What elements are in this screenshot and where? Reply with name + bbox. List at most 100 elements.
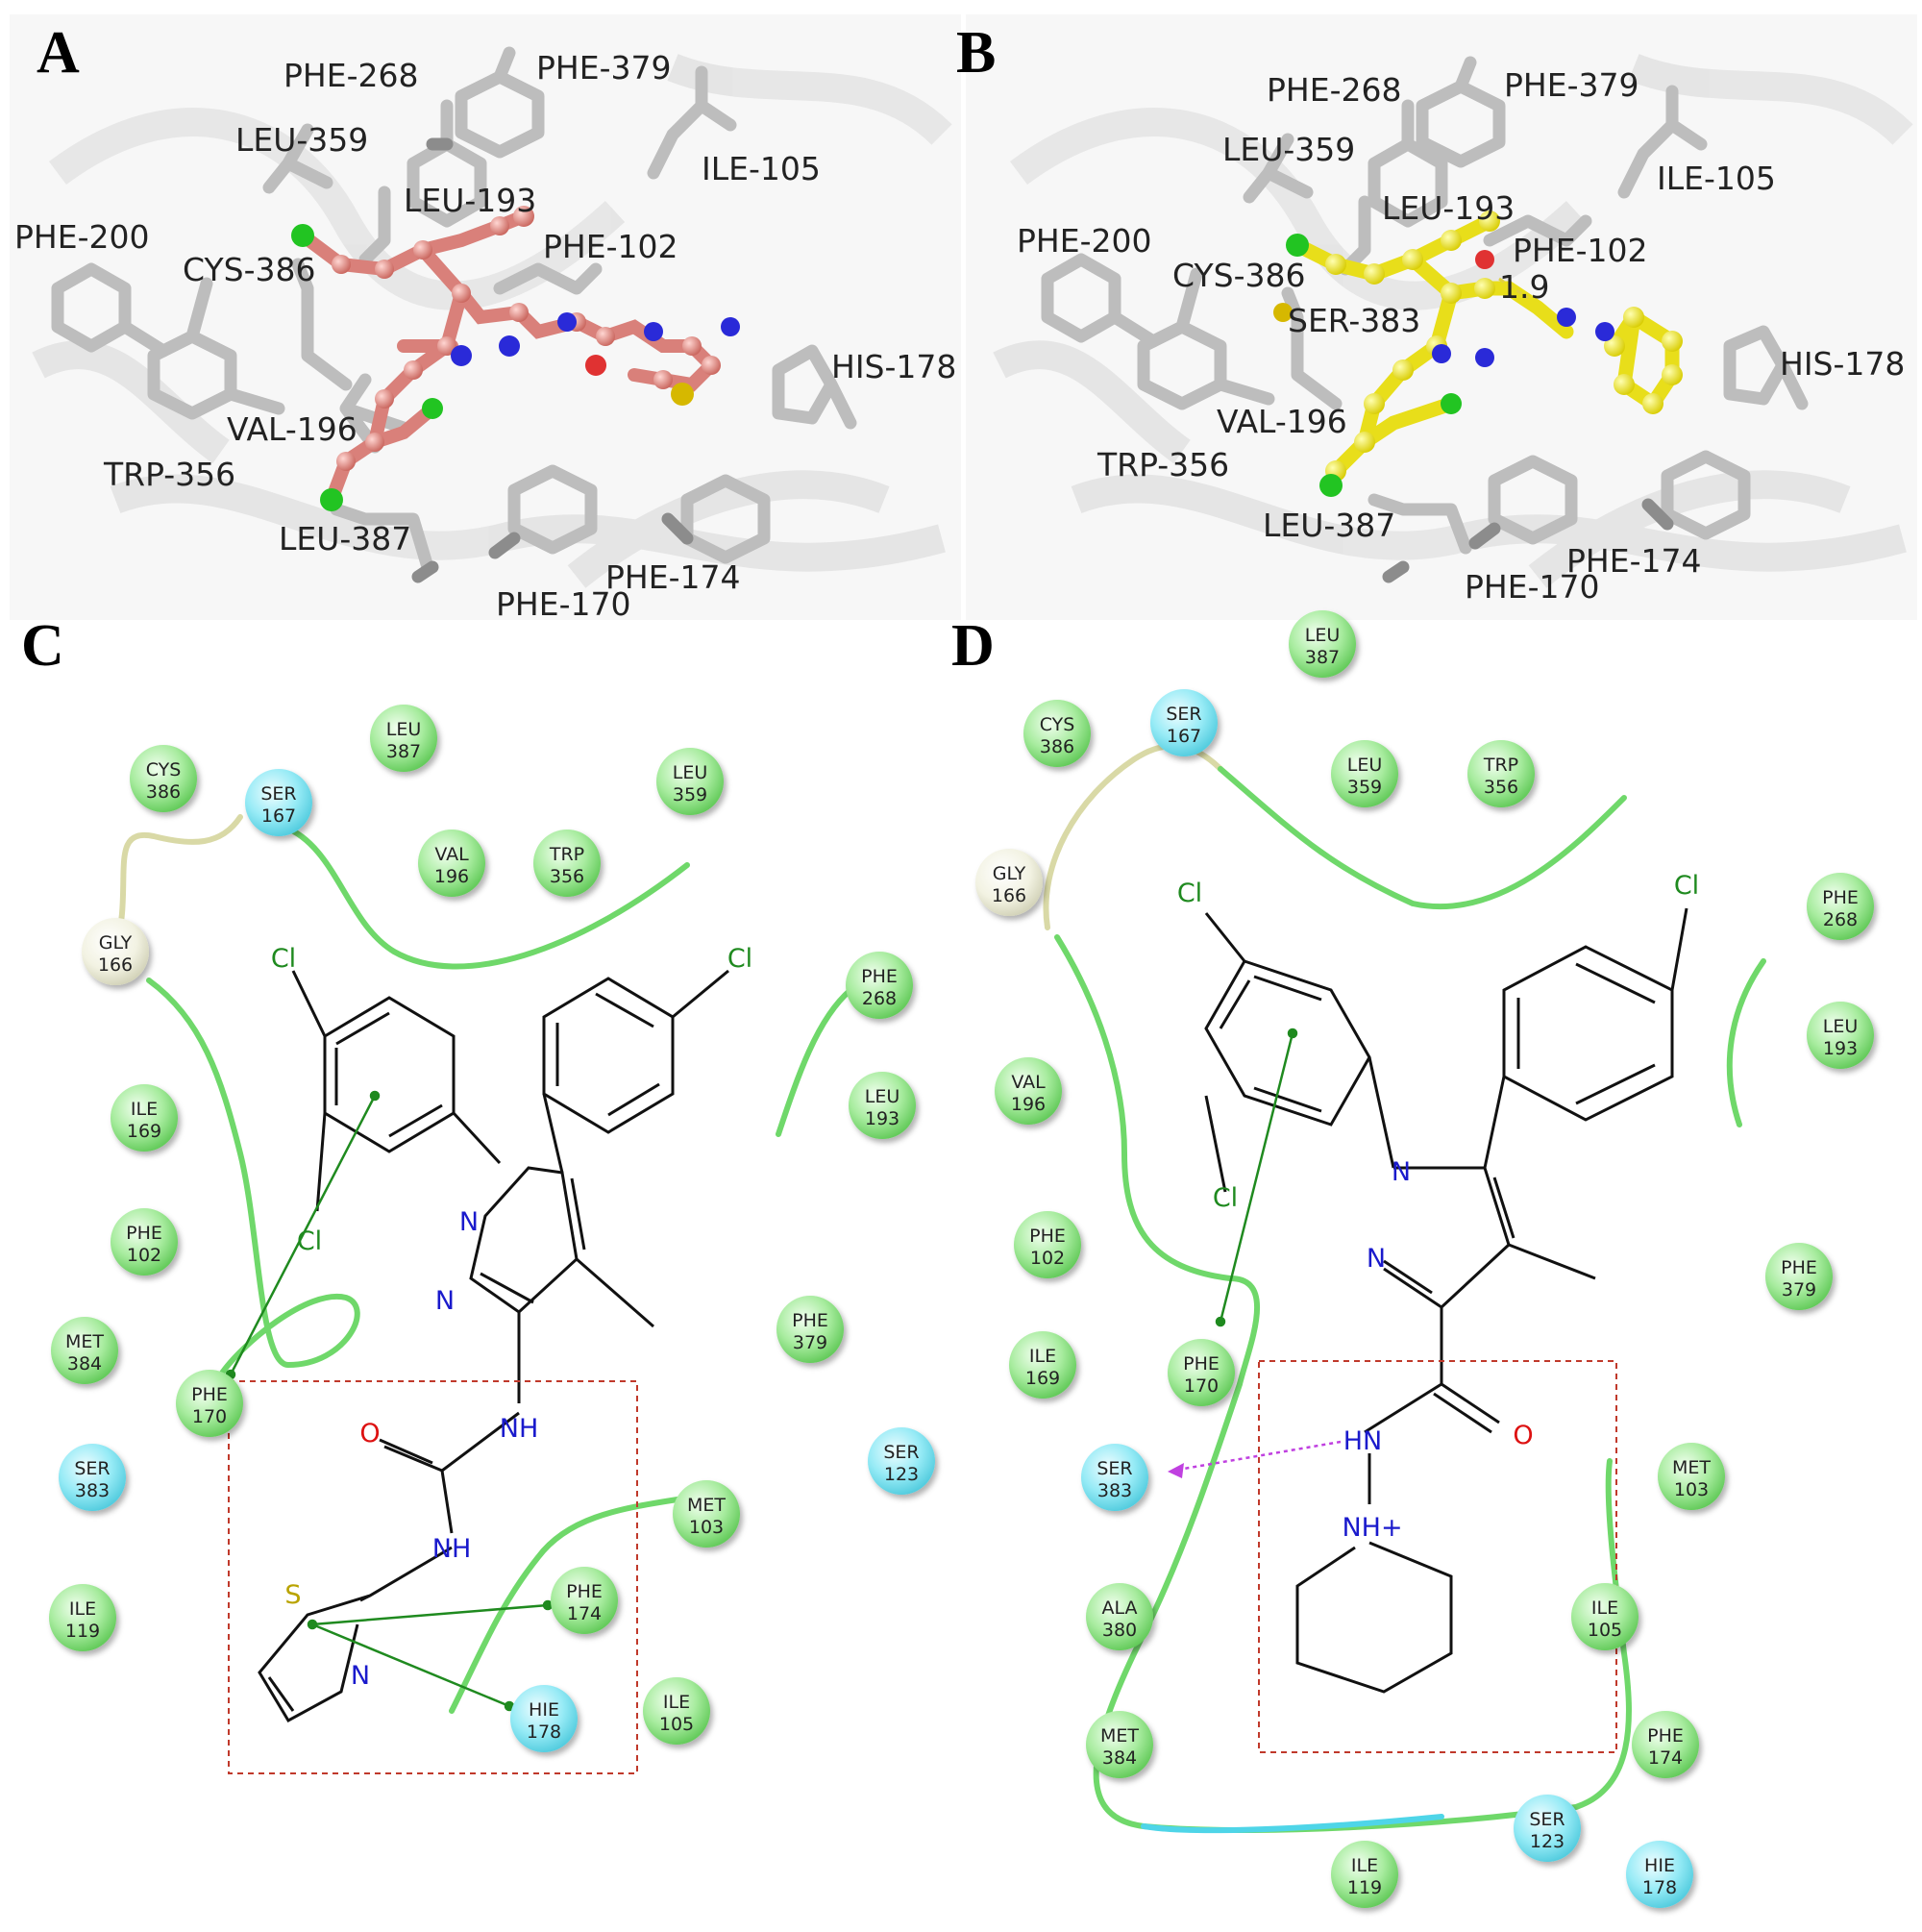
residue-number: 383 <box>1097 1480 1132 1501</box>
residue-number: 103 <box>1674 1479 1709 1500</box>
residue-circle <box>1331 740 1398 807</box>
residue-name: ILE <box>69 1598 96 1620</box>
residue-label: CYS-386 <box>1172 257 1305 294</box>
residue-circle <box>1807 1002 1874 1069</box>
atom-label: HN <box>1343 1426 1383 1456</box>
residue-name: CYS <box>146 759 182 780</box>
residue-name: PHE <box>861 966 898 987</box>
atom-label: N <box>1392 1157 1411 1187</box>
residue-label: PHE-200 <box>1017 222 1151 260</box>
residue-number: 387 <box>386 741 421 762</box>
residue-label: VAL-196 <box>227 410 357 448</box>
residue-name: MET <box>1100 1725 1139 1746</box>
atom-label: N <box>435 1286 455 1316</box>
atom-label: N <box>1367 1244 1386 1274</box>
residue-number: 379 <box>1782 1279 1816 1300</box>
residue-circle <box>1626 1841 1693 1908</box>
residue-number: 166 <box>992 885 1026 906</box>
residue-circle <box>1765 1243 1833 1310</box>
residue-label: HIS-178 <box>831 348 956 385</box>
residue-label: PHE-170 <box>1465 568 1599 606</box>
residue-circle <box>59 1444 126 1511</box>
residue-name: ILE <box>663 1692 690 1713</box>
residue-circle <box>776 1296 844 1363</box>
panel-label-b: B <box>956 20 996 86</box>
residue-circle <box>551 1567 618 1634</box>
residue-label: SER-383 <box>1288 302 1420 339</box>
residue-number: 119 <box>1347 1877 1382 1898</box>
residue-number: 178 <box>527 1721 561 1743</box>
residue-circle <box>130 745 197 812</box>
residue-circle <box>1086 1711 1153 1778</box>
residue-name: SER <box>1166 704 1201 725</box>
residue-circle <box>51 1317 118 1384</box>
residue-number: 356 <box>1484 777 1518 798</box>
residue-circle <box>1023 700 1091 767</box>
residue-circle <box>1168 1339 1235 1406</box>
residue-circle <box>656 748 724 815</box>
atom-label: NH <box>500 1414 539 1444</box>
residue-number: 383 <box>75 1480 110 1501</box>
residue-number: 102 <box>1030 1248 1065 1269</box>
residue-circle <box>1081 1444 1148 1511</box>
residue-label: LEU-387 <box>1263 507 1395 544</box>
residue-name: LEU <box>1823 1016 1859 1037</box>
atom-label: Cl <box>1213 1183 1238 1213</box>
residue-number: 105 <box>659 1714 694 1735</box>
residue-number: 174 <box>1648 1747 1683 1769</box>
residue-circle <box>49 1584 116 1651</box>
highlight-box-c <box>228 1380 638 1774</box>
atom-label: NH <box>432 1534 472 1564</box>
residue-number: 193 <box>1823 1038 1858 1059</box>
atom-label: NH+ <box>1342 1513 1402 1543</box>
residue-number: 268 <box>862 988 897 1009</box>
residue-name: PHE <box>1822 887 1859 908</box>
atom-label: Cl <box>1177 879 1202 908</box>
residue-label: LEU-193 <box>1382 189 1515 227</box>
residue-number: 167 <box>261 805 296 827</box>
residue-number: 170 <box>1184 1375 1219 1397</box>
residue-label: VAL-196 <box>1217 403 1347 440</box>
residue-circle <box>111 1208 178 1276</box>
residue-circle <box>1467 740 1535 807</box>
residue-number: 379 <box>793 1332 827 1353</box>
residue-number: 268 <box>1823 909 1858 930</box>
residue-name: PHE <box>191 1384 228 1405</box>
residue-name: PHE <box>1647 1725 1684 1746</box>
panel-c: C Cl Cl Cl <box>21 613 935 1774</box>
residue-name: MET <box>1672 1457 1711 1478</box>
atom-label: Cl <box>1674 871 1699 901</box>
atom-label: S <box>284 1580 301 1610</box>
residue-circle <box>1658 1443 1725 1510</box>
residue-circle <box>868 1427 935 1495</box>
residue-number: 123 <box>884 1464 919 1485</box>
residue-label: TRP-356 <box>1097 446 1229 483</box>
atom-label: N <box>459 1207 479 1237</box>
residue-name: LEU <box>673 762 708 783</box>
residue-number: 384 <box>1102 1747 1137 1769</box>
residue-circle <box>1514 1795 1581 1862</box>
residue-name: TRP <box>1483 755 1518 776</box>
residue-name: SER <box>883 1442 919 1463</box>
residue-label: LEU-359 <box>1222 131 1355 168</box>
residue-number: 170 <box>192 1406 227 1427</box>
atom-label: Cl <box>297 1226 322 1256</box>
